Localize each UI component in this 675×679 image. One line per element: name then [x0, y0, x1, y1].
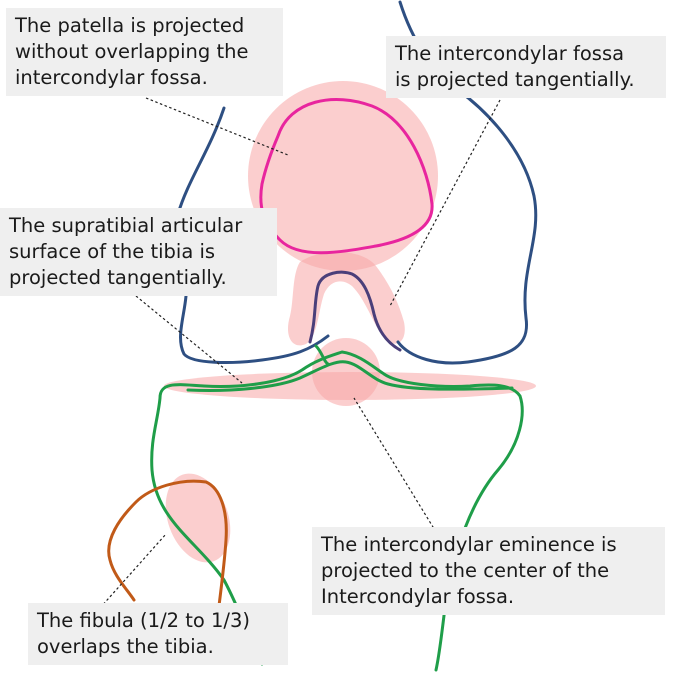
- fibula-overlap-highlight: [165, 473, 231, 563]
- label-patella-line-3: intercondylar fossa.: [15, 66, 208, 89]
- label-patella-line-2: without overlapping the: [15, 40, 249, 63]
- label-tibial-surface-line-1: The supratibial articular: [9, 214, 243, 237]
- intercondylar-eminence-highlight: [312, 338, 380, 406]
- tibial-plateau-line: [186, 360, 514, 392]
- label-eminence-line-1: The intercondylar eminence is: [321, 533, 617, 556]
- femur-outline-left: [173, 106, 330, 364]
- leader-fibula: [99, 533, 167, 609]
- intercondylar-fossa-outline: [308, 270, 402, 352]
- bone-outlines: [107, 0, 538, 672]
- label-fibula-line-1: The fibula (1/2 to 1/3): [37, 609, 251, 632]
- label-fossa-line-2: is projected tangentially.: [395, 68, 635, 91]
- patella-outline: [259, 98, 434, 255]
- leader-lines: [99, 97, 501, 609]
- label-patella: The patella is projected without overlap…: [6, 8, 283, 96]
- label-fossa-line-1: The intercondylar fossa: [395, 42, 625, 65]
- leader-tibial-surface: [135, 295, 243, 384]
- patella-highlight: [248, 81, 438, 271]
- label-intercondylar-fossa: The intercondylar fossa is projected tan…: [386, 36, 666, 98]
- leader-patella: [145, 97, 289, 156]
- leader-fossa: [389, 99, 501, 307]
- label-intercondylar-eminence: The intercondylar eminence is projected …: [312, 527, 665, 615]
- label-tibial-surface-line-3: projected tangentially.: [9, 266, 227, 289]
- label-tibial-surface: The supratibial articular surface of the…: [0, 208, 277, 296]
- eminence-peak-line: [314, 344, 330, 366]
- label-eminence-line-2: projected to the center of the: [321, 559, 610, 582]
- label-fibula-line-2: overlaps the tibia.: [37, 635, 214, 658]
- leader-eminence: [353, 397, 437, 533]
- label-eminence-line-3: Intercondylar fossa.: [321, 585, 515, 608]
- label-patella-line-1: The patella is projected: [15, 14, 245, 37]
- label-fibula: The fibula (1/2 to 1/3) overlaps the tib…: [28, 603, 288, 665]
- intercondylar-fossa-highlight: [287, 251, 405, 346]
- label-tibial-surface-line-2: surface of the tibia is: [9, 240, 216, 263]
- fibula-outline: [107, 479, 228, 650]
- tibia-outline: [150, 350, 524, 672]
